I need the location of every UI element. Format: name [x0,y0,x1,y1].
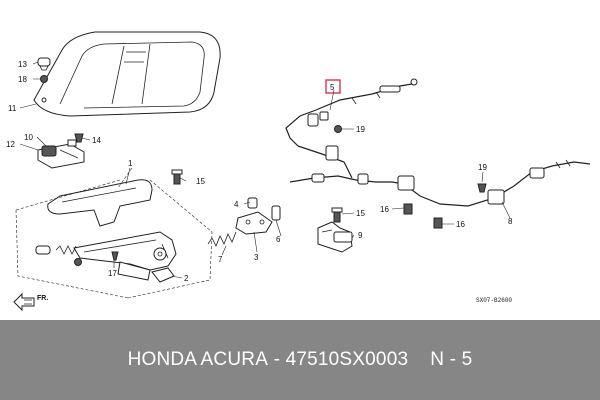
lever-nut [74,258,82,266]
parking-brake-exploded-diagram: 13 18 11 10 12 14 1 15 4 6 3 7 17 2 5 19… [6,31,591,312]
console-cover [33,31,221,117]
equalizer-bracket [235,211,273,235]
callout-19-right: 19 [478,163,487,172]
callout-2: 2 [184,274,189,283]
callout-15-lever: 15 [196,177,205,186]
adjuster-pin [271,205,281,221]
brake-switch-assembly [37,139,85,169]
callout-10: 10 [24,133,33,142]
cable-bolt-16a [403,203,413,215]
bracket-bolt-15 [331,207,343,223]
callout-9: 9 [358,231,363,240]
callout-17: 17 [108,269,117,278]
callout-6: 6 [276,235,281,244]
callout-3: 3 [254,253,259,262]
brake-cable-right [285,78,591,207]
callout-13: 13 [18,60,27,69]
front-arrow-label: FR. [37,295,48,302]
lever-bolt-15 [171,169,183,185]
callout-8: 8 [508,217,513,226]
equalizer-spring [207,231,237,247]
adjuster-nut [247,197,258,209]
console-cap [37,57,51,71]
callout-4: 4 [234,200,239,209]
callout-7: 7 [218,255,223,264]
position-code: N - 5 [430,349,473,370]
highlighted-part-box [325,79,341,94]
callout-18: 18 [18,75,27,84]
callout-11: 11 [8,104,17,113]
exploded-view-frame [15,167,213,299]
cable-bolt-16b [433,217,443,229]
drawing-code: SX07-B2600 [476,297,512,304]
parking-brake-lever [47,179,177,281]
callout-12: 12 [6,140,15,149]
switch-screw [74,133,84,143]
callout-15-bracket: 15 [356,209,365,218]
lever-bracket [151,267,175,283]
brand-separator: - [273,349,281,370]
callout-1: 1 [128,159,133,168]
front-direction-arrow: FR. [13,292,48,312]
callout-5: 5 [330,83,335,92]
cable-nut-19b [477,183,487,193]
callout-14: 14 [92,136,101,145]
cable-bracket [317,221,353,253]
leader-lines [19,61,511,279]
lever-button [35,245,77,255]
callout-19-upper: 19 [356,125,365,134]
callout-16-left: 16 [380,205,389,214]
console-clip [40,75,48,83]
lever-ratchet-bolt [111,251,119,261]
part-info-banner: HONDA ACURA - 47510SX0003 N - 5 [0,320,600,400]
callout-16-right: 16 [456,220,465,229]
part-number: 47510SX0003 [285,349,409,370]
cable-nut-19a [334,125,342,133]
brand-name: HONDA ACURA [127,349,269,370]
